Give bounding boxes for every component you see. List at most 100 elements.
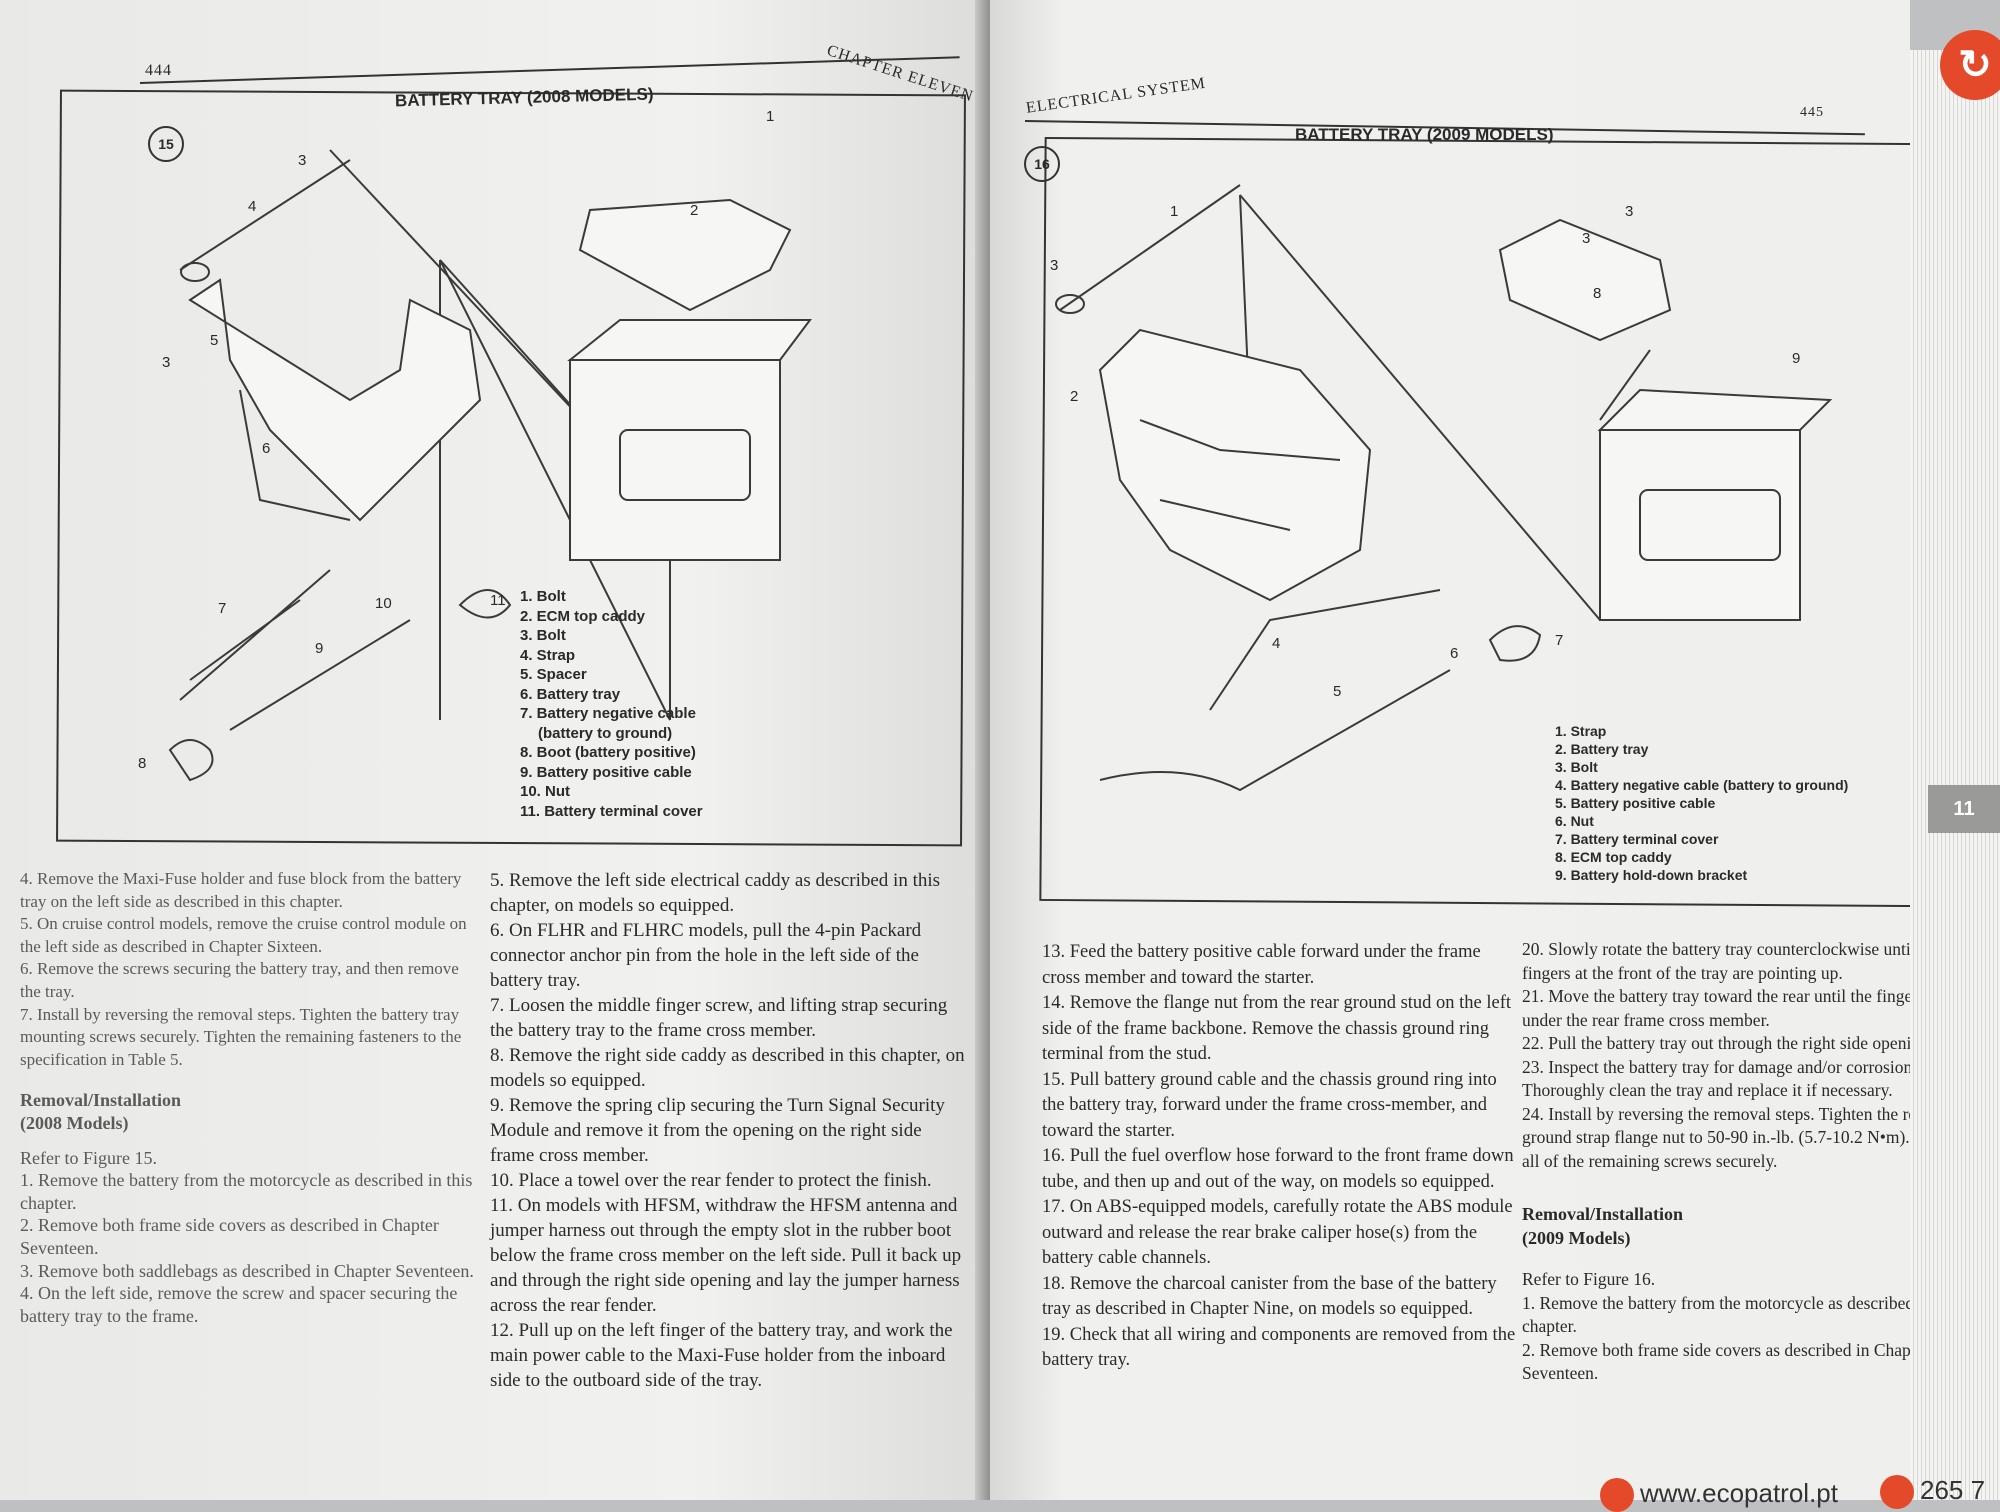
ecm-top-caddy-part [578, 198, 792, 312]
legend-item: 4. Battery negative cable (battery to gr… [1555, 777, 1849, 793]
legend-item: 8. Boot (battery positive) [520, 744, 696, 761]
left-column-2: 5. Remove the left side electrical caddy… [490, 868, 965, 1393]
paragraph: 20. Slowly rotate the battery tray count… [1522, 939, 1910, 983]
paragraph: 12. Pull up on the left finger of the ba… [490, 1320, 953, 1391]
battery-part [1599, 429, 1801, 621]
paragraph: 24. Install by reversing the removal ste… [1522, 1103, 1910, 1171]
phone-text: 265 7 [1920, 1475, 1986, 1505]
paragraph: 19. Check that all wiring and components… [1042, 1324, 1516, 1371]
paragraph: 11. On models with HFSM, withdraw the HF… [490, 1195, 962, 1316]
legend-item: 5. Spacer [520, 666, 587, 683]
callout: 3 [298, 152, 307, 169]
paragraph: 17. On ABS-equipped models, carefully ro… [1042, 1197, 1513, 1268]
ecm-top-caddy-part [1498, 218, 1672, 342]
positive-cable-part [229, 619, 411, 731]
battery-part [569, 359, 781, 561]
paragraph: 4. Remove the Maxi-Fuse holder and fuse … [20, 869, 462, 911]
legend-item: 8. ECM top caddy [1555, 849, 1672, 865]
legend-item: 6. Battery tray [520, 685, 621, 703]
negative-cable-part [1209, 589, 1441, 711]
callout: 2 [690, 202, 699, 219]
right-page: ELECTRICAL SYSTEM 445 BATTERY TRAY (2009… [990, 0, 1910, 1500]
positive-cable-part [1099, 669, 1451, 792]
paragraph: 6. Remove the screws securing the batter… [20, 959, 459, 1001]
callout: 6 [1450, 645, 1459, 662]
paragraph: 23. Inspect the battery tray for damage … [1522, 1056, 1910, 1101]
page-number: 445 [1800, 105, 1824, 120]
callout: 1 [766, 108, 775, 125]
callout: 9 [315, 640, 324, 657]
page-number: 444 [145, 62, 172, 79]
exploded-view-leader-line [1239, 194, 1601, 621]
logo-badge-icon: ↻ [1940, 30, 2000, 100]
legend-item: 3. Bolt [1555, 759, 1598, 775]
paragraph: 13. Feed the battery positive cable forw… [1042, 942, 1481, 988]
figure-number: 15 [148, 126, 184, 162]
page-edge-stack [1910, 50, 2000, 1500]
chapter-thumb-tab: 11 [1928, 785, 2000, 833]
phone-icon [1880, 1475, 1914, 1510]
figure-reference: Refer to Figure 16. [1522, 1269, 1656, 1289]
step: 3. Remove both saddlebags as described i… [20, 1260, 474, 1281]
paragraph: 14. Remove the flange nut from the rear … [1042, 993, 1512, 1064]
legend-item: 2. ECM top caddy [520, 607, 646, 625]
paragraph: 9. Remove the spring clip securing the T… [490, 1095, 945, 1166]
callout: 8 [138, 755, 147, 772]
callout: 7 [218, 600, 227, 617]
callout: 2 [1070, 388, 1079, 405]
figure-legend: 1. Bolt 2. ECM top caddy 3. Bolt 4. Stra… [520, 587, 703, 821]
legend-item: 6. Nut [1555, 813, 1594, 829]
battery-tray-part [188, 278, 482, 522]
logo-icon [1600, 1478, 1634, 1512]
legend-item: 3. Bolt [520, 627, 566, 644]
section-heading: Removal/Installation [20, 1090, 182, 1111]
legend-item: 5. Battery positive cable [1555, 795, 1716, 811]
callout: 11 [490, 592, 506, 609]
boot-part [168, 739, 214, 782]
callout: 6 [262, 440, 271, 457]
step: 1. Remove the battery from the motorcycl… [20, 1170, 473, 1213]
legend-item: 9. Battery positive cable [520, 763, 692, 781]
left-page: 444 CHAPTER ELEVEN BATTERY TRAY (2008 MO… [0, 0, 990, 1500]
paragraph: 21. Move the battery tray toward the rea… [1522, 986, 1910, 1030]
terminal-cover-part [458, 589, 512, 619]
strap-part [179, 159, 351, 271]
left-column-1: 4. Remove the Maxi-Fuse holder and fuse … [20, 868, 480, 1327]
battery-tray-2008-illustration [168, 149, 812, 782]
callout: 3 [162, 354, 171, 371]
section-heading: Removal/Installation [1522, 1204, 1684, 1224]
callout: 8 [1593, 285, 1602, 302]
section-subheading: (2008 Models) [20, 1112, 129, 1133]
figure-title: BATTERY TRAY (2009 MODELS) [1295, 125, 1554, 144]
callout: 9 [1792, 350, 1801, 367]
callout: 4 [1272, 635, 1281, 652]
paragraph: 8. Remove the right side caddy as descri… [490, 1045, 965, 1091]
battery-tray-part [1098, 328, 1372, 602]
watermark-url: www.ecopatrol.pt [1600, 1478, 1838, 1512]
paragraph: 22. Pull the battery tray out through th… [1522, 1033, 1910, 1053]
figure-reference: Refer to Figure 15. [20, 1147, 157, 1168]
step: 4. On the left side, remove the screw an… [20, 1283, 458, 1326]
figure-number: 16 [1024, 146, 1060, 182]
paragraph: 7. Loosen the middle finger screw, and l… [490, 995, 948, 1041]
battery-tray-2009-illustration [1055, 184, 1833, 792]
legend-item: 1. Strap [1555, 723, 1607, 739]
watermark-text: www.ecopatrol.pt [1640, 1478, 1838, 1508]
step: 2. Remove both frame side covers as desc… [1522, 1339, 1910, 1384]
callout: 3 [1050, 257, 1059, 274]
negative-cable-part [179, 569, 331, 701]
paragraph: 16. Pull the fuel overflow hose forward … [1042, 1146, 1514, 1192]
paragraph: 7. Install by reversing the removal step… [20, 1004, 462, 1069]
legend-item: 9. Battery hold-down bracket [1555, 867, 1748, 883]
paragraph: 5. On cruise control models, remove the … [20, 914, 467, 956]
legend-item: 7. Battery terminal cover [1555, 831, 1719, 847]
legend-item: 4. Strap [520, 646, 576, 664]
paragraph: 10. Place a towel over the rear fender t… [490, 1170, 932, 1191]
step: 1. Remove the battery from the motorcycl… [1522, 1292, 1910, 1337]
callout: 7 [1555, 632, 1564, 649]
paragraph: 5. Remove the left side electrical caddy… [490, 870, 941, 916]
figure-legend: 1. Strap 2. Battery tray 3. Bolt 4. Batt… [1555, 722, 1848, 884]
paragraph: 15. Pull battery ground cable and the ch… [1042, 1069, 1497, 1141]
callout: 10 [375, 595, 392, 612]
paragraph: 6. On FLHR and FLHRC models, pull the 4-… [490, 920, 922, 991]
